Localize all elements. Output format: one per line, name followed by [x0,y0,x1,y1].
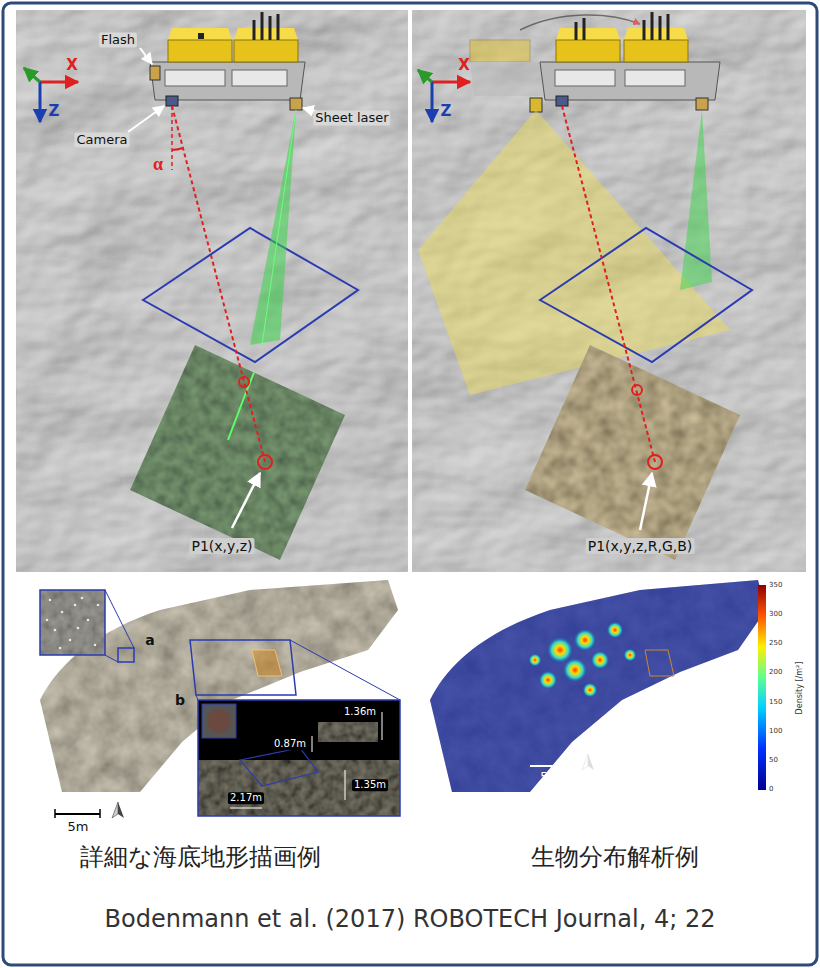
point-label: P1(x,y,z) [189,538,254,554]
dimension: 2.17m [228,792,264,804]
left-scene [24,12,358,565]
colorbar-tick: 50 [769,756,778,764]
part-name: Camera [74,133,129,148]
citation: Bodenmann et al. (2017) ROBOTECH Journal… [105,906,716,934]
colorbar-tick: 300 [769,610,782,618]
dimension: 1.35m [352,779,388,791]
point-label: P1(x,y,z,R,G,B) [586,538,695,554]
outer-frame [3,3,817,965]
panel-caption: 詳細な海底地形描画例 [80,844,321,872]
axis-label: X [66,57,78,74]
dimension: 1.36m [342,706,378,718]
colorbar-tick: 0 [769,785,773,793]
part-name: Flash [99,33,137,48]
axis-label: Z [441,103,452,120]
axis-label: Z [49,103,60,120]
colorbar-tick: 100 [769,727,782,735]
inset-letter: b [175,692,185,708]
right-scene [418,12,752,565]
colorbar-tick: 150 [769,698,782,706]
angle-label: α [153,154,163,175]
scale-label: 5m [68,820,89,835]
colorbar-tick: 200 [769,668,782,676]
inset-letter: a [145,632,154,648]
scale-label: 5m [540,771,559,785]
density-map [425,570,775,800]
colorbar-tick: 350 [769,581,782,589]
seafloor-terrain [16,10,408,572]
panel-caption: 生物分布解析例 [531,844,699,872]
seafloor-terrain [412,10,806,572]
axis-label: X [458,57,470,74]
part-name: Sheet laser [313,111,390,126]
dimension: 0.87m [272,738,308,750]
colorbar-tick: 250 [769,639,782,647]
bathymetry-map [35,570,405,818]
colorbar-title: Density [/m²] [795,662,804,715]
